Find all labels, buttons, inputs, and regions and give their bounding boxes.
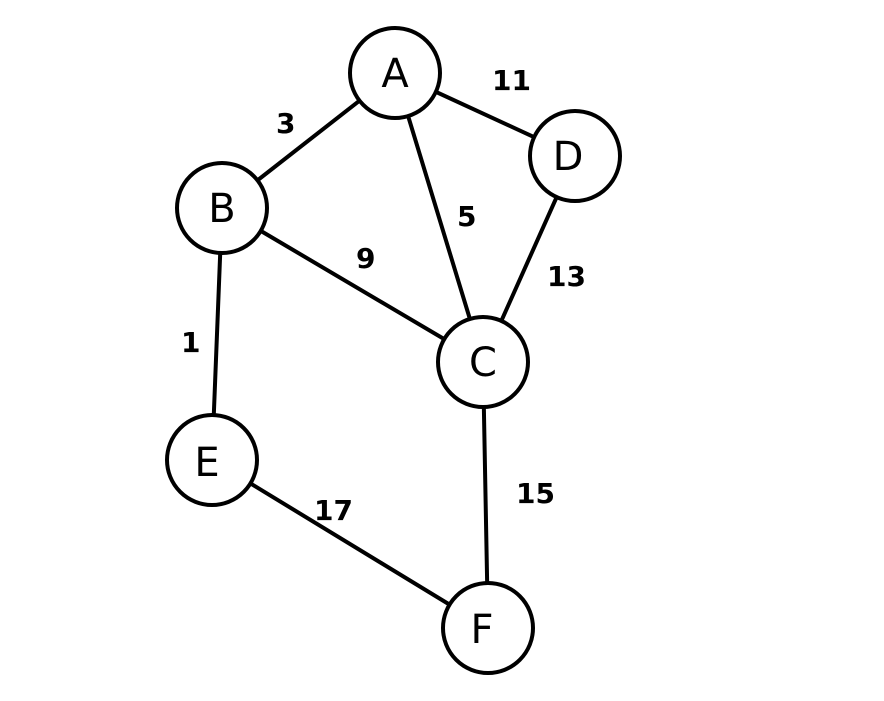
node-f-label: F bbox=[470, 607, 493, 653]
node-d: D bbox=[528, 109, 622, 203]
edge-b-c bbox=[220, 206, 485, 364]
node-d-circle bbox=[528, 109, 622, 203]
node-f-circle bbox=[441, 581, 535, 675]
node-c: C bbox=[436, 315, 530, 409]
nodes-layer: A B C D E F bbox=[165, 26, 622, 675]
node-c-label: C bbox=[469, 340, 497, 386]
edge-weight-a-d: 11 bbox=[492, 64, 531, 97]
node-b-label: B bbox=[208, 186, 235, 232]
edge-weight-e-f: 17 bbox=[314, 494, 353, 527]
node-f: F bbox=[441, 581, 535, 675]
node-a-label: A bbox=[381, 51, 409, 97]
node-a: A bbox=[348, 26, 442, 120]
weights-layer: 3 11 5 13 9 1 17 15 bbox=[181, 64, 586, 527]
node-b-circle bbox=[175, 161, 269, 255]
edge-weight-b-e: 1 bbox=[181, 326, 200, 359]
node-c-circle bbox=[436, 315, 530, 409]
edge-e-f bbox=[210, 458, 490, 630]
edge-weight-a-b: 3 bbox=[276, 107, 295, 140]
edge-weight-b-c: 9 bbox=[356, 242, 375, 275]
edge-weight-a-c: 5 bbox=[457, 200, 476, 233]
node-e-label: E bbox=[194, 440, 219, 486]
edge-weight-d-c: 13 bbox=[547, 260, 586, 293]
edge-a-c bbox=[393, 71, 485, 364]
node-a-circle bbox=[348, 26, 442, 120]
node-e: E bbox=[165, 413, 259, 507]
node-e-circle bbox=[165, 413, 259, 507]
node-b: B bbox=[175, 161, 269, 255]
edge-weight-c-f: 15 bbox=[516, 477, 555, 510]
node-d-label: D bbox=[553, 134, 584, 180]
